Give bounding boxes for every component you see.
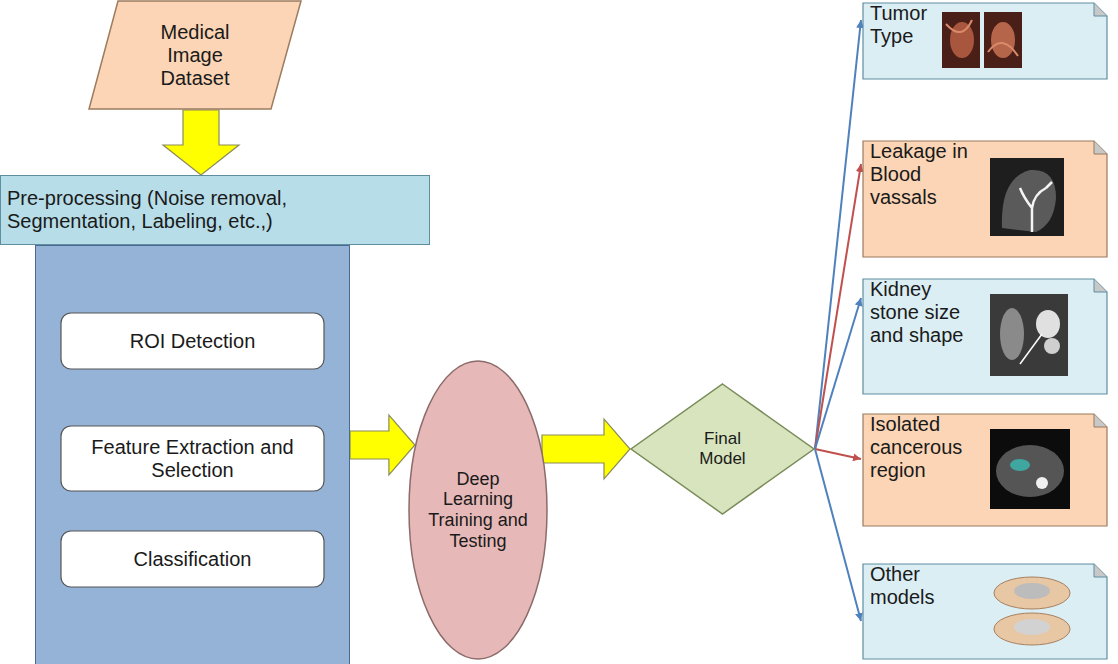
process-box: Feature Extraction and Selection [60,425,325,492]
diamond-shape [631,384,814,514]
rounded-rect-shape [61,313,324,369]
thumbnail-image [990,294,1068,376]
tissue-shape [991,22,1015,58]
head-model [994,577,1070,609]
rounded-rect-shape [61,426,324,491]
block-arrow [542,419,630,479]
node-label: Classification [134,548,252,571]
process-box: ROI Detection [60,312,325,370]
connector-arrow [815,449,861,621]
label-area: Tumor Type [862,2,1108,80]
output-note: Kidney stone size and shape [862,278,1108,395]
connector-arrow [815,449,861,459]
folded-note-shape [863,279,1107,394]
label-area: Medical Image Dataset [88,0,302,110]
image-panel [990,429,1070,509]
node-label: Kidney stone size and shape [870,278,980,347]
node-label: Medical Image Dataset [140,21,250,90]
header-band: Pre-processing (Noise removal, Segmentat… [0,175,430,245]
label-area: Final Model [630,383,815,515]
folded-corner [1094,141,1107,154]
folded-note-shape [863,141,1107,257]
folded-corner [1094,564,1107,577]
data-input: Medical Image Dataset [88,0,302,110]
vessel-line [1020,182,1052,232]
node-label: Feature Extraction and Selection [70,436,315,482]
node-label: Isolated cancerous region [870,413,980,482]
rounded-rect-shape [61,531,324,587]
block-arrow [350,415,415,475]
head-silhouette [1002,170,1056,232]
label-area: ROI Detection [60,312,325,370]
tissue-shape [950,22,974,58]
tissue-line [946,20,1018,56]
image-panel [990,158,1064,236]
body-section [996,445,1064,497]
label-area: Leakage in Blood vassals [862,140,1108,258]
image-panel [984,12,1022,68]
node-label: Tumor Type [870,2,940,48]
folded-note-shape [863,414,1107,526]
process-ellipse: Deep Learning Training and Testing [408,360,548,660]
node-label: Final Model [681,429,765,468]
block-arrow [163,110,239,175]
label-area: Classification [60,530,325,588]
output-note: Other models [862,563,1108,660]
output-note: Leakage in Blood vassals [862,140,1108,258]
ellipse-shape [409,361,547,659]
connector-arrow [815,298,861,449]
folded-note-shape [863,3,1107,79]
node-label: Pre-processing (Noise removal, Segmentat… [7,187,387,233]
thumbnail-image [990,429,1070,509]
label-area: Isolated cancerous region [862,413,1108,527]
node-label: Deep Learning Training and Testing [428,469,528,552]
stone-shape [1036,310,1060,338]
node-label: ROI Detection [130,330,256,353]
decision-diamond: Final Model [630,383,815,515]
connector-arrow [815,164,861,449]
node-label: Other models [870,563,980,609]
label-area: Kidney stone size and shape [862,278,1108,395]
image-panel [942,12,980,68]
image-panel [990,294,1068,376]
thumbnail-image [990,573,1074,649]
bright-spot [1036,477,1048,489]
pointer-line [1020,334,1042,364]
output-note: Tumor Type [862,2,1108,80]
thumbnail-image [990,158,1064,236]
folded-note-shape [863,564,1107,659]
process-box: Classification [60,530,325,588]
folded-corner [1094,279,1107,292]
folded-corner [1094,3,1107,16]
connector-arrow [815,20,861,449]
parallelogram-shape [89,1,301,109]
label-area: Feature Extraction and Selection [60,425,325,492]
thumbnail-image [942,12,1022,68]
stone-shape [1044,338,1060,354]
implant-patch [1014,583,1050,599]
organ-shape [1000,308,1024,360]
output-note: Isolated cancerous region [862,413,1108,527]
folded-corner [1094,414,1107,427]
head-model [994,613,1070,645]
node-label: Leakage in Blood vassals [870,140,980,209]
highlighted-region [1010,459,1030,471]
implant-patch [1014,619,1050,635]
label-area: Deep Learning Training and Testing [408,360,548,660]
process-group: Pre-processing (Noise removal, Segmentat… [0,175,430,664]
label-area: Other models [862,563,1108,660]
